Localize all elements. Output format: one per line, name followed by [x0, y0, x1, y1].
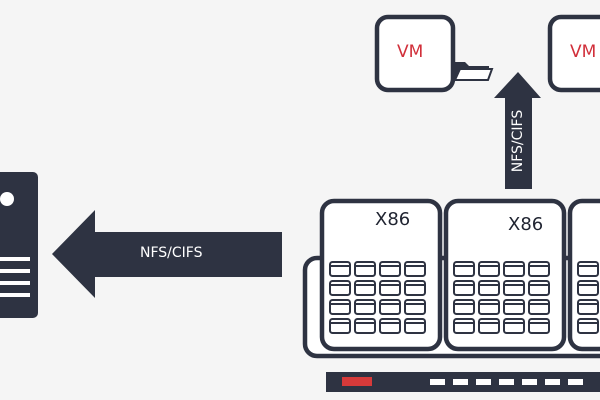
disk-icon [329, 299, 351, 315]
disk-icon [478, 299, 500, 315]
disk-icon [404, 280, 426, 296]
disk-icon [354, 280, 376, 296]
disk-icon [503, 299, 525, 315]
x86-node-2 [443, 198, 567, 352]
vm-box-2 [547, 14, 600, 93]
disk-icon [577, 299, 599, 315]
x86-node-3 [567, 198, 600, 352]
status-led [476, 379, 491, 385]
disk-icon [379, 280, 401, 296]
folder-icon [453, 62, 494, 81]
disk-icon [478, 261, 500, 277]
left-arrow [52, 210, 282, 298]
disk-icon [528, 261, 550, 277]
status-led [499, 379, 514, 385]
disk-icon [478, 280, 500, 296]
disk-icon [404, 318, 426, 334]
up-arrow-label: NFS/CIFS [510, 109, 527, 173]
disk-icon [329, 318, 351, 334]
disk-icon [354, 299, 376, 315]
disk-icon [354, 261, 376, 277]
vm-box-1 [374, 14, 456, 93]
x86-label-2: X86 [508, 214, 544, 235]
disk-icon [453, 318, 475, 334]
status-led [453, 379, 468, 385]
status-led [568, 379, 583, 385]
disk-icon [453, 280, 475, 296]
status-led-red [342, 377, 372, 386]
status-led [430, 379, 445, 385]
x86-node-1 [319, 198, 443, 352]
disk-icon [577, 280, 599, 296]
disk-icon [354, 318, 376, 334]
vm-label-1: VM [397, 42, 424, 62]
disk-icon [404, 299, 426, 315]
disk-icon [503, 261, 525, 277]
disk-icon [379, 299, 401, 315]
x86-label-1: X86 [375, 209, 411, 230]
vm-label-2: VM [570, 42, 597, 62]
status-led [522, 379, 537, 385]
disk-icon [528, 299, 550, 315]
disk-icon [577, 318, 599, 334]
disk-icon [404, 261, 426, 277]
disk-icon [503, 280, 525, 296]
up-arrow [494, 72, 541, 189]
disk-icon [329, 280, 351, 296]
server-icon [0, 172, 38, 318]
disk-icon [577, 261, 599, 277]
hardware-status-bar [326, 372, 600, 392]
disk-icon [503, 318, 525, 334]
disk-icon [379, 318, 401, 334]
disk-icon [478, 318, 500, 334]
disk-icon [329, 261, 351, 277]
left-arrow-label: NFS/CIFS [140, 245, 203, 261]
disk-icon [453, 261, 475, 277]
status-led [545, 379, 560, 385]
disk-icon [528, 280, 550, 296]
disk-icon [528, 318, 550, 334]
disk-icon [379, 261, 401, 277]
disk-icon [453, 299, 475, 315]
